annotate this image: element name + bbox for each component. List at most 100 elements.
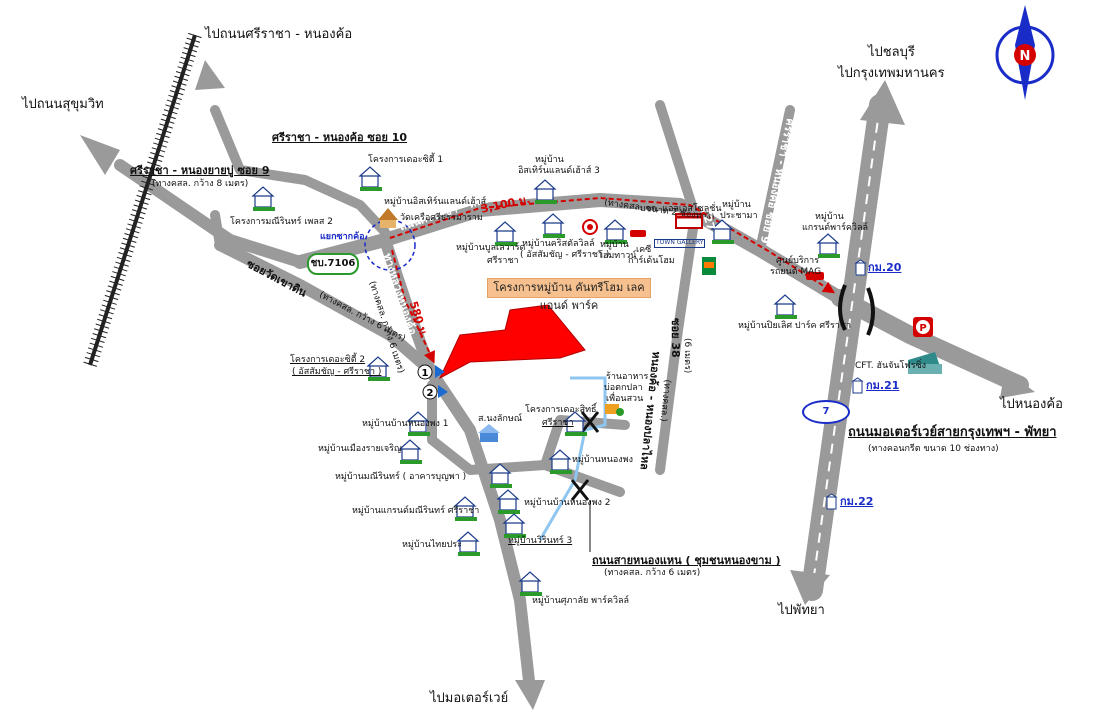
- shop-icon: [675, 213, 703, 229]
- road-label-soi10: ศรีราชา - หนองค้อ ซอย 10: [272, 131, 408, 144]
- dest-bangkok: ไปกรุงเทพมหานคร: [838, 66, 945, 81]
- direction-arrows: [80, 60, 1035, 710]
- place-nongpong: หมู่บ้านหนองพง: [572, 455, 633, 465]
- place-thecity2: โครงการเดอะซิตี้ 2: [290, 355, 366, 365]
- house-icon: [488, 463, 512, 488]
- road-watkhao-din: [214, 239, 436, 376]
- place-eastern-land: หมู่บ้านอิสเทิร์นแลนด์เฮ้าส์: [384, 197, 487, 207]
- house-icon: [358, 166, 382, 191]
- parking-icon: P: [913, 317, 933, 337]
- project-area: [438, 304, 586, 380]
- road-note-soi38: (6 เมตร): [682, 338, 692, 374]
- house-icon: [533, 179, 557, 204]
- place-school: ส.นงลักษณ์: [478, 414, 523, 424]
- seven-eleven-icon: [702, 257, 716, 275]
- km-post-icon: [825, 493, 838, 510]
- place-thaipra: หมู่บ้านไทยประ: [402, 540, 462, 550]
- road-label-soi9: ศรีราชา - หนองยายบู่ ซอย 9: [130, 164, 270, 177]
- school-icon: [478, 424, 500, 442]
- km-22: กม.22: [840, 495, 874, 508]
- place-pracha: ประชามา: [720, 211, 758, 221]
- compass-icon: N: [995, 5, 1055, 100]
- place-hometown: โฮมทาวน์: [598, 251, 637, 261]
- motorway-bridge: [838, 284, 875, 336]
- place-ls-solution: บจก. แอลเอสโซลูชั่น: [640, 204, 722, 214]
- house-icon: [563, 411, 587, 436]
- house-icon: [518, 571, 542, 596]
- place-piyalert: หมู่บ้านปิยเลิศ ปาร์ค ศรีราชา: [738, 321, 852, 331]
- place-grand-manirin: หมู่บ้านแกรนด์มณีรินทร์ ศรีราชา: [352, 506, 480, 516]
- house-icon: [406, 411, 430, 436]
- road-soi38: [655, 100, 700, 475]
- dest-nongkho: ไปหนองค้อ: [1000, 397, 1063, 412]
- road-note-nongkham: (ทางคสล. กว้าง 6 เมตร): [604, 568, 701, 578]
- place-muang-rai: หมู่บ้านเมืองรายเจริญ: [318, 444, 402, 454]
- dest-motorway: ไปมอเตอร์เวย์: [430, 691, 509, 706]
- marker-1: 1: [417, 364, 433, 380]
- road-note-soi9: (ทางคสล. กว้าง 8 เมตร): [152, 179, 249, 189]
- place-fishing-pond: บ่อตกปลา: [604, 383, 643, 393]
- road-badge-chb7106: ชบ.7106: [307, 253, 359, 275]
- road-to-nongkho: [831, 289, 1029, 394]
- place-boulevard-sriracha: ศรีราชา: [487, 256, 519, 266]
- house-icon: [366, 356, 390, 381]
- target-icon: [582, 219, 598, 235]
- place-nongpong1: หมู่บ้านบ้านหนองพง 1: [362, 419, 449, 429]
- house-icon: [773, 294, 797, 319]
- route-580: [391, 249, 435, 364]
- place-nongpong2: หมู่บ้านบ้านหนองพง 2: [524, 498, 611, 508]
- arrow-nongkho: [1000, 370, 1035, 398]
- dest-pattaya: ไปพัทยา: [778, 603, 825, 618]
- svg-text:1: 1: [422, 368, 429, 379]
- flag-2: [438, 385, 448, 398]
- svg-text:2: 2: [427, 388, 434, 399]
- place-eastern-land3: อิสเทิร์นแลนด์เฮ้าส์ 3: [518, 166, 600, 176]
- road-label-motorway: ถนนมอเตอร์เวย์สายกรุงเทพฯ - พัทยา: [848, 425, 1057, 440]
- km-post-icon: [854, 259, 867, 276]
- km-icons: [825, 259, 867, 510]
- km-post-icon: [851, 377, 864, 394]
- house-icon: [456, 531, 480, 556]
- place-pracha-label: หมู่บ้าน: [722, 200, 751, 210]
- road-inner-2: [540, 415, 630, 470]
- arrow-motorway: [515, 680, 545, 710]
- junction-circle: [364, 219, 416, 271]
- place-temple: วัดเครือศรีธรรมาราม: [400, 213, 483, 223]
- motorway-badge: 7: [802, 400, 850, 424]
- arrow-bangkok: [860, 80, 905, 125]
- place-grandpark-label: หมู่บ้าน: [815, 212, 844, 222]
- place-town-gallery: TOWN GALLERY: [654, 239, 706, 248]
- place-restaurant: ร้านอาหาร: [606, 372, 649, 382]
- place-grandpark: แกรนด์พาร์ควิลล์: [802, 223, 869, 233]
- dest-chonburi: ไปชลบุรี: [868, 45, 915, 60]
- railway-icon: [83, 32, 202, 368]
- dest-sukhumvit: ไปถนนสุขุมวิท: [22, 97, 104, 112]
- house-icon: [493, 221, 517, 246]
- place-thesit-sriracha: ศรีราชา: [542, 418, 574, 428]
- house-icon: [453, 496, 477, 521]
- flag-1: [435, 365, 445, 378]
- arrow-pattaya: [790, 570, 830, 605]
- marker-2: 2: [422, 384, 438, 400]
- house-icon: [548, 449, 572, 474]
- route-3100: [389, 196, 836, 294]
- factory-icon: [908, 352, 942, 374]
- place-wirin3: หมู่บ้านวิรินทร์ 3: [508, 536, 573, 546]
- place-manirin-place2: โครงการมณีรินทร์ เพลส 2: [230, 217, 333, 227]
- place-thesit: โครงการเดอะสิทธิ์: [525, 405, 597, 415]
- project-label: โครงการหมู่บ้าน คันทรีโฮม เลค แอนด์ พาร์…: [487, 278, 651, 312]
- road-soi10: [210, 105, 390, 237]
- place-supalai: หมู่บ้านศุภาลัย พาร์ควิลล์: [532, 596, 630, 606]
- house-icon: [816, 233, 840, 258]
- place-kc-garden: การ์เด้นโฮม: [628, 256, 675, 266]
- road-note-motorway: (ทางคอนกรีต ขนาด 10 ช่องทาง): [868, 444, 999, 454]
- junction-label: แยกซากค้อ: [320, 232, 365, 242]
- place-manirin-boonpa: หมู่บ้านมณีรินทร์ ( อาคารบุญพา ): [335, 472, 467, 482]
- place-mag-label: ศูนย์บริการ: [776, 256, 820, 266]
- road-sukhumvit: [114, 159, 306, 268]
- place-mag: รถยนต์ MAG: [770, 267, 822, 277]
- bridge-icons: [570, 411, 600, 501]
- house-icon: [502, 513, 526, 538]
- house-icon: [603, 219, 627, 244]
